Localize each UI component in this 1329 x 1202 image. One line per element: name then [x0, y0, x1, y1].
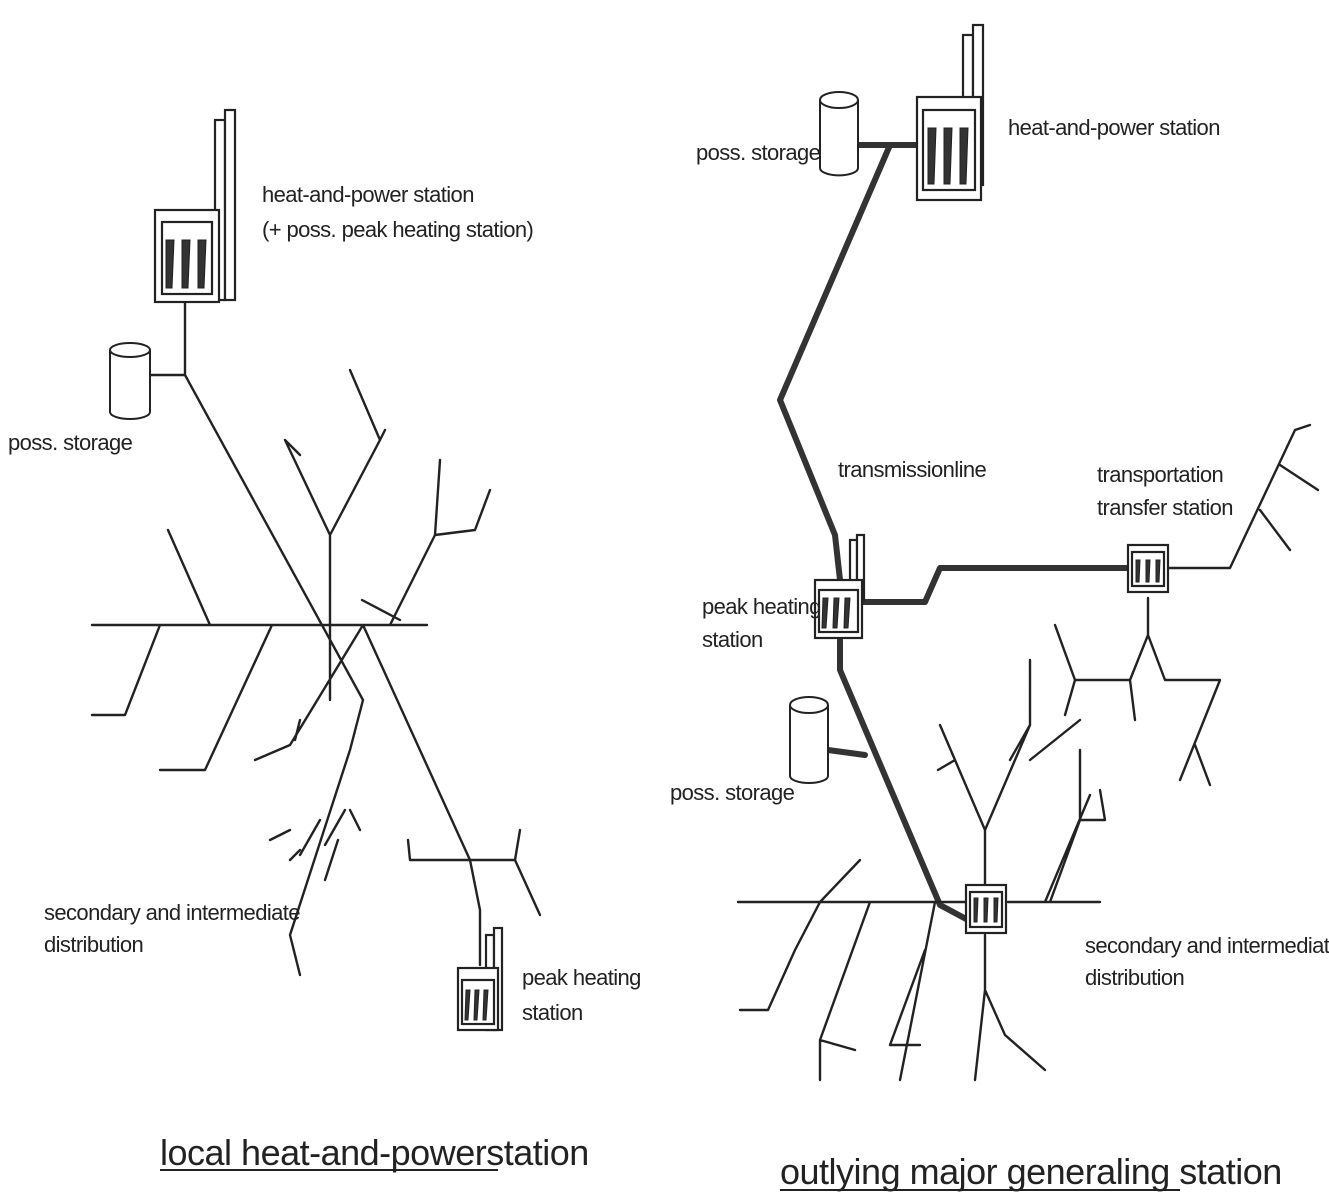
left-distribution-label-2: distribution: [44, 932, 143, 957]
transmission-line: [777, 142, 1131, 923]
right-storage-bottom: [789, 696, 829, 784]
left-chp-label-1: heat-and-power station: [262, 182, 474, 207]
right-distribution-label-1: secondary and intermediate: [1085, 933, 1329, 958]
left-peak-station: [456, 926, 504, 1032]
transfer-label-1: transportation: [1097, 462, 1223, 487]
right-pipe-network: [736, 423, 1320, 1082]
distribution-substation: [964, 883, 1008, 935]
right-chp-station: [915, 23, 985, 202]
left-caption: local heat-and-powerstation: [160, 1132, 589, 1173]
right-storage-bottom-label: poss. storage: [670, 780, 795, 805]
left-chp-label-2: (+ poss. peak heating station): [262, 217, 533, 242]
right-storage-top: [819, 91, 859, 177]
right-distribution-label-2: distribution: [1085, 965, 1184, 990]
left-pipe-network: [90, 300, 542, 977]
transfer-label-2: transfer station: [1097, 495, 1233, 520]
right-peak-label-1: peak heating: [702, 594, 821, 619]
right-chp-label: heat-and-power station: [1008, 115, 1220, 140]
transmission-label: transmissionline: [838, 457, 986, 482]
left-peak-label-1: peak heating: [522, 965, 641, 990]
right-peak-station: [813, 533, 866, 640]
transfer-station: [1126, 543, 1170, 594]
left-network: [90, 108, 542, 1032]
right-peak-label-2: station: [702, 627, 763, 652]
right-caption: outlying major generaling station: [780, 1151, 1282, 1192]
left-distribution-label-1: secondary and intermediate: [44, 900, 300, 925]
left-chp-station: [153, 108, 237, 304]
left-peak-label-2: station: [522, 1000, 583, 1025]
right-network: [736, 23, 1320, 1082]
left-storage-tank: [109, 342, 151, 420]
right-storage-top-label: poss. storage: [696, 140, 821, 165]
left-storage-label: poss. storage: [8, 430, 133, 455]
